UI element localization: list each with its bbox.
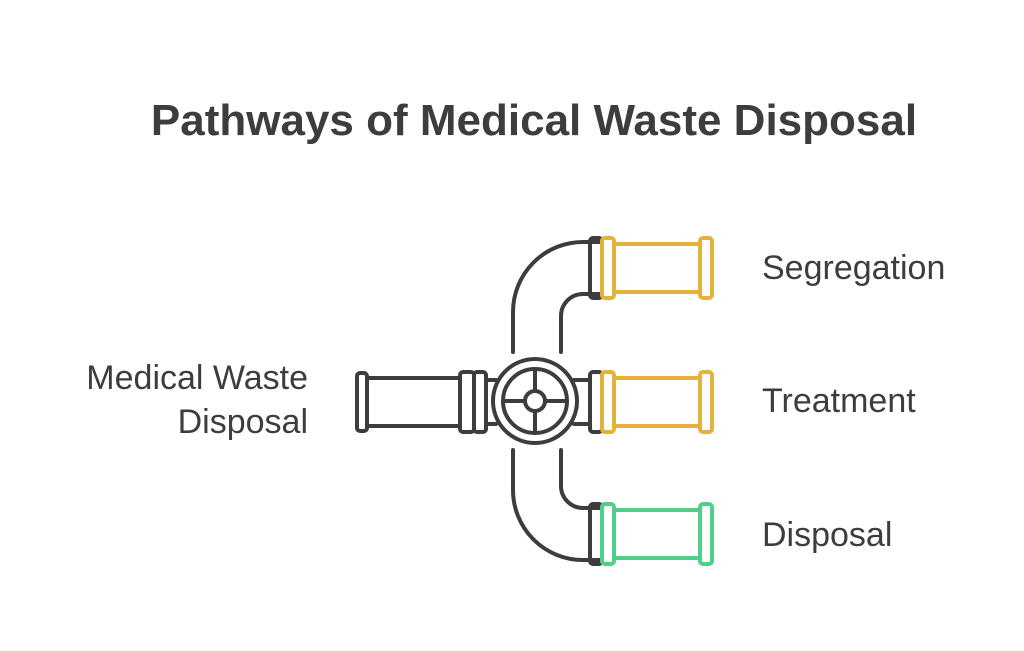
branch-pipe-treatment	[600, 370, 714, 434]
valve-hub	[523, 389, 547, 413]
lower-bend-pipe-inner	[559, 448, 602, 510]
input-pipe-neck	[484, 378, 498, 426]
page-title: Pathways of Medical Waste Disposal	[150, 96, 918, 145]
lower-bend-pipe	[511, 448, 602, 562]
input-pipe-coupling-2	[472, 370, 488, 434]
valve-spokes	[501, 367, 569, 435]
input-pipe-cap	[355, 371, 369, 433]
valve-output-neck	[572, 378, 592, 426]
input-pipe-body	[365, 376, 462, 428]
source-label-line1: Medical Waste	[86, 359, 308, 397]
source-label-line2: Disposal	[177, 403, 308, 441]
branch-pipe-segregation	[600, 236, 714, 300]
source-label: Medical Waste Disposal	[86, 356, 308, 444]
branch-label-segregation: Segregation	[762, 249, 946, 287]
branch-pipe-disposal	[600, 502, 714, 566]
upper-bend-pipe	[511, 240, 602, 354]
branch-label-treatment: Treatment	[762, 382, 916, 420]
branch-label-disposal: Disposal	[762, 516, 893, 554]
valve-outer-ring	[491, 357, 579, 445]
upper-bend-pipe-inner	[559, 292, 602, 354]
input-pipe-coupling	[458, 370, 476, 434]
